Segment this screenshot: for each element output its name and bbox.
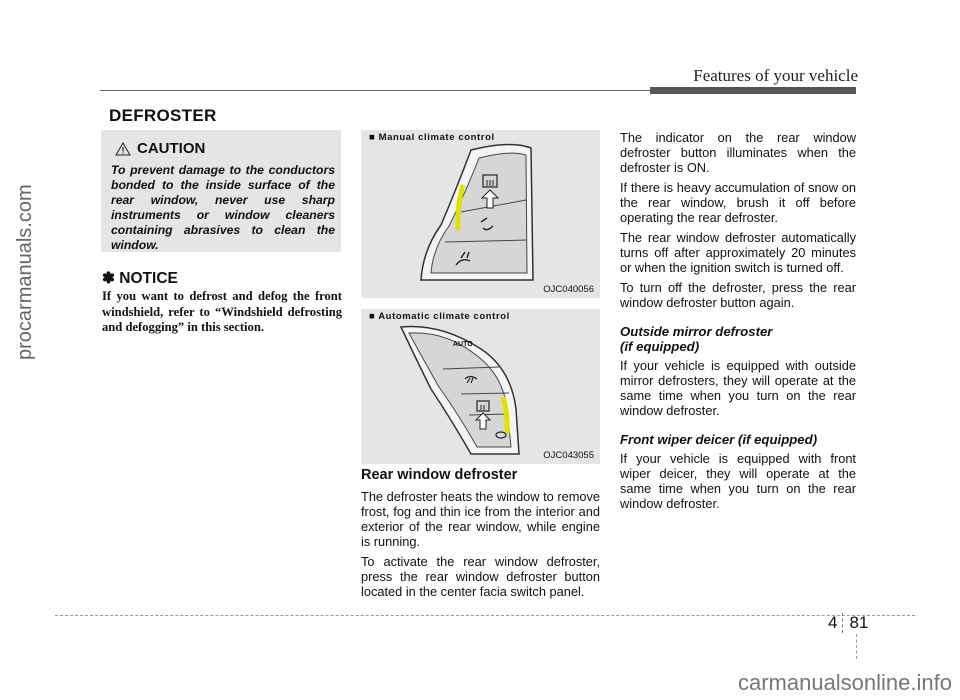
mirror-defroster-title: Outside mirror defroster (if equipped) [620, 324, 856, 354]
chapter-number: 4 [828, 613, 838, 632]
wiper-deicer-text: If your vehicle is equipped with front w… [620, 451, 856, 511]
figure-manual-climate: ■ Manual climate control OJC040056 [361, 130, 600, 298]
automatic-switch-panel-illustration [399, 325, 520, 455]
figure-label: ■ Automatic climate control [369, 311, 510, 322]
watermark-left: procarmanuals.com [14, 184, 36, 360]
mirror-defroster-text: If your vehicle is equipped with outside… [620, 358, 856, 418]
header-title: Features of your vehicle [693, 66, 858, 85]
body-paragraph: To turn off the defroster, press the rea… [620, 280, 856, 310]
warning-triangle-icon [115, 141, 131, 155]
body-paragraph: The indicator on the rear window defrost… [620, 130, 856, 175]
footer-rule [55, 615, 915, 616]
body-paragraph: The rear window defroster automatically … [620, 230, 856, 275]
caution-heading: CAUTION [115, 140, 205, 157]
header-bar [650, 87, 856, 94]
rear-defroster-paragraph: To activate the rear window defroster, p… [361, 554, 600, 599]
header-rule [100, 90, 650, 91]
page-number-value: 81 [849, 613, 869, 632]
caution-text: To prevent damage to the conductors bond… [111, 163, 335, 252]
rear-defroster-section: Rear window defroster The defroster heat… [361, 468, 600, 604]
auto-label: AUTO [453, 341, 473, 348]
wiper-deicer-title: Front wiper deicer (if equipped) [620, 432, 818, 447]
figure-label: ■ Manual climate control [369, 132, 495, 143]
body-paragraph: If there is heavy accumulation of snow o… [620, 180, 856, 225]
manual-switch-panel-illustration [420, 143, 534, 281]
notice-text: If you want to defrost and defog the fro… [102, 289, 342, 334]
figure-code: OJC040056 [543, 284, 594, 295]
mirror-title-line: (if equipped) [620, 339, 700, 354]
figure-automatic-climate: ■ Automatic climate control AUTO OJC0430… [361, 309, 600, 464]
figure-code: OJC043055 [543, 450, 594, 461]
mirror-title-line: Outside mirror defroster [620, 324, 773, 339]
footer-tick [856, 634, 857, 659]
notice-title: ✽ NOTICE [102, 270, 178, 287]
watermark-bottom: carmanualsonline.info [737, 670, 952, 695]
caution-box: CAUTION To prevent damage to the conduct… [101, 130, 341, 252]
rear-defroster-paragraph: The defroster heats the window to remove… [361, 489, 600, 549]
right-column: The indicator on the rear window defrost… [620, 130, 856, 516]
section-title: DEFROSTER [109, 106, 217, 125]
rear-defroster-title: Rear window defroster [361, 467, 518, 483]
page-number-separator [842, 613, 844, 633]
page-number: 4 81 [828, 613, 868, 633]
caution-title: CAUTION [137, 140, 206, 157]
